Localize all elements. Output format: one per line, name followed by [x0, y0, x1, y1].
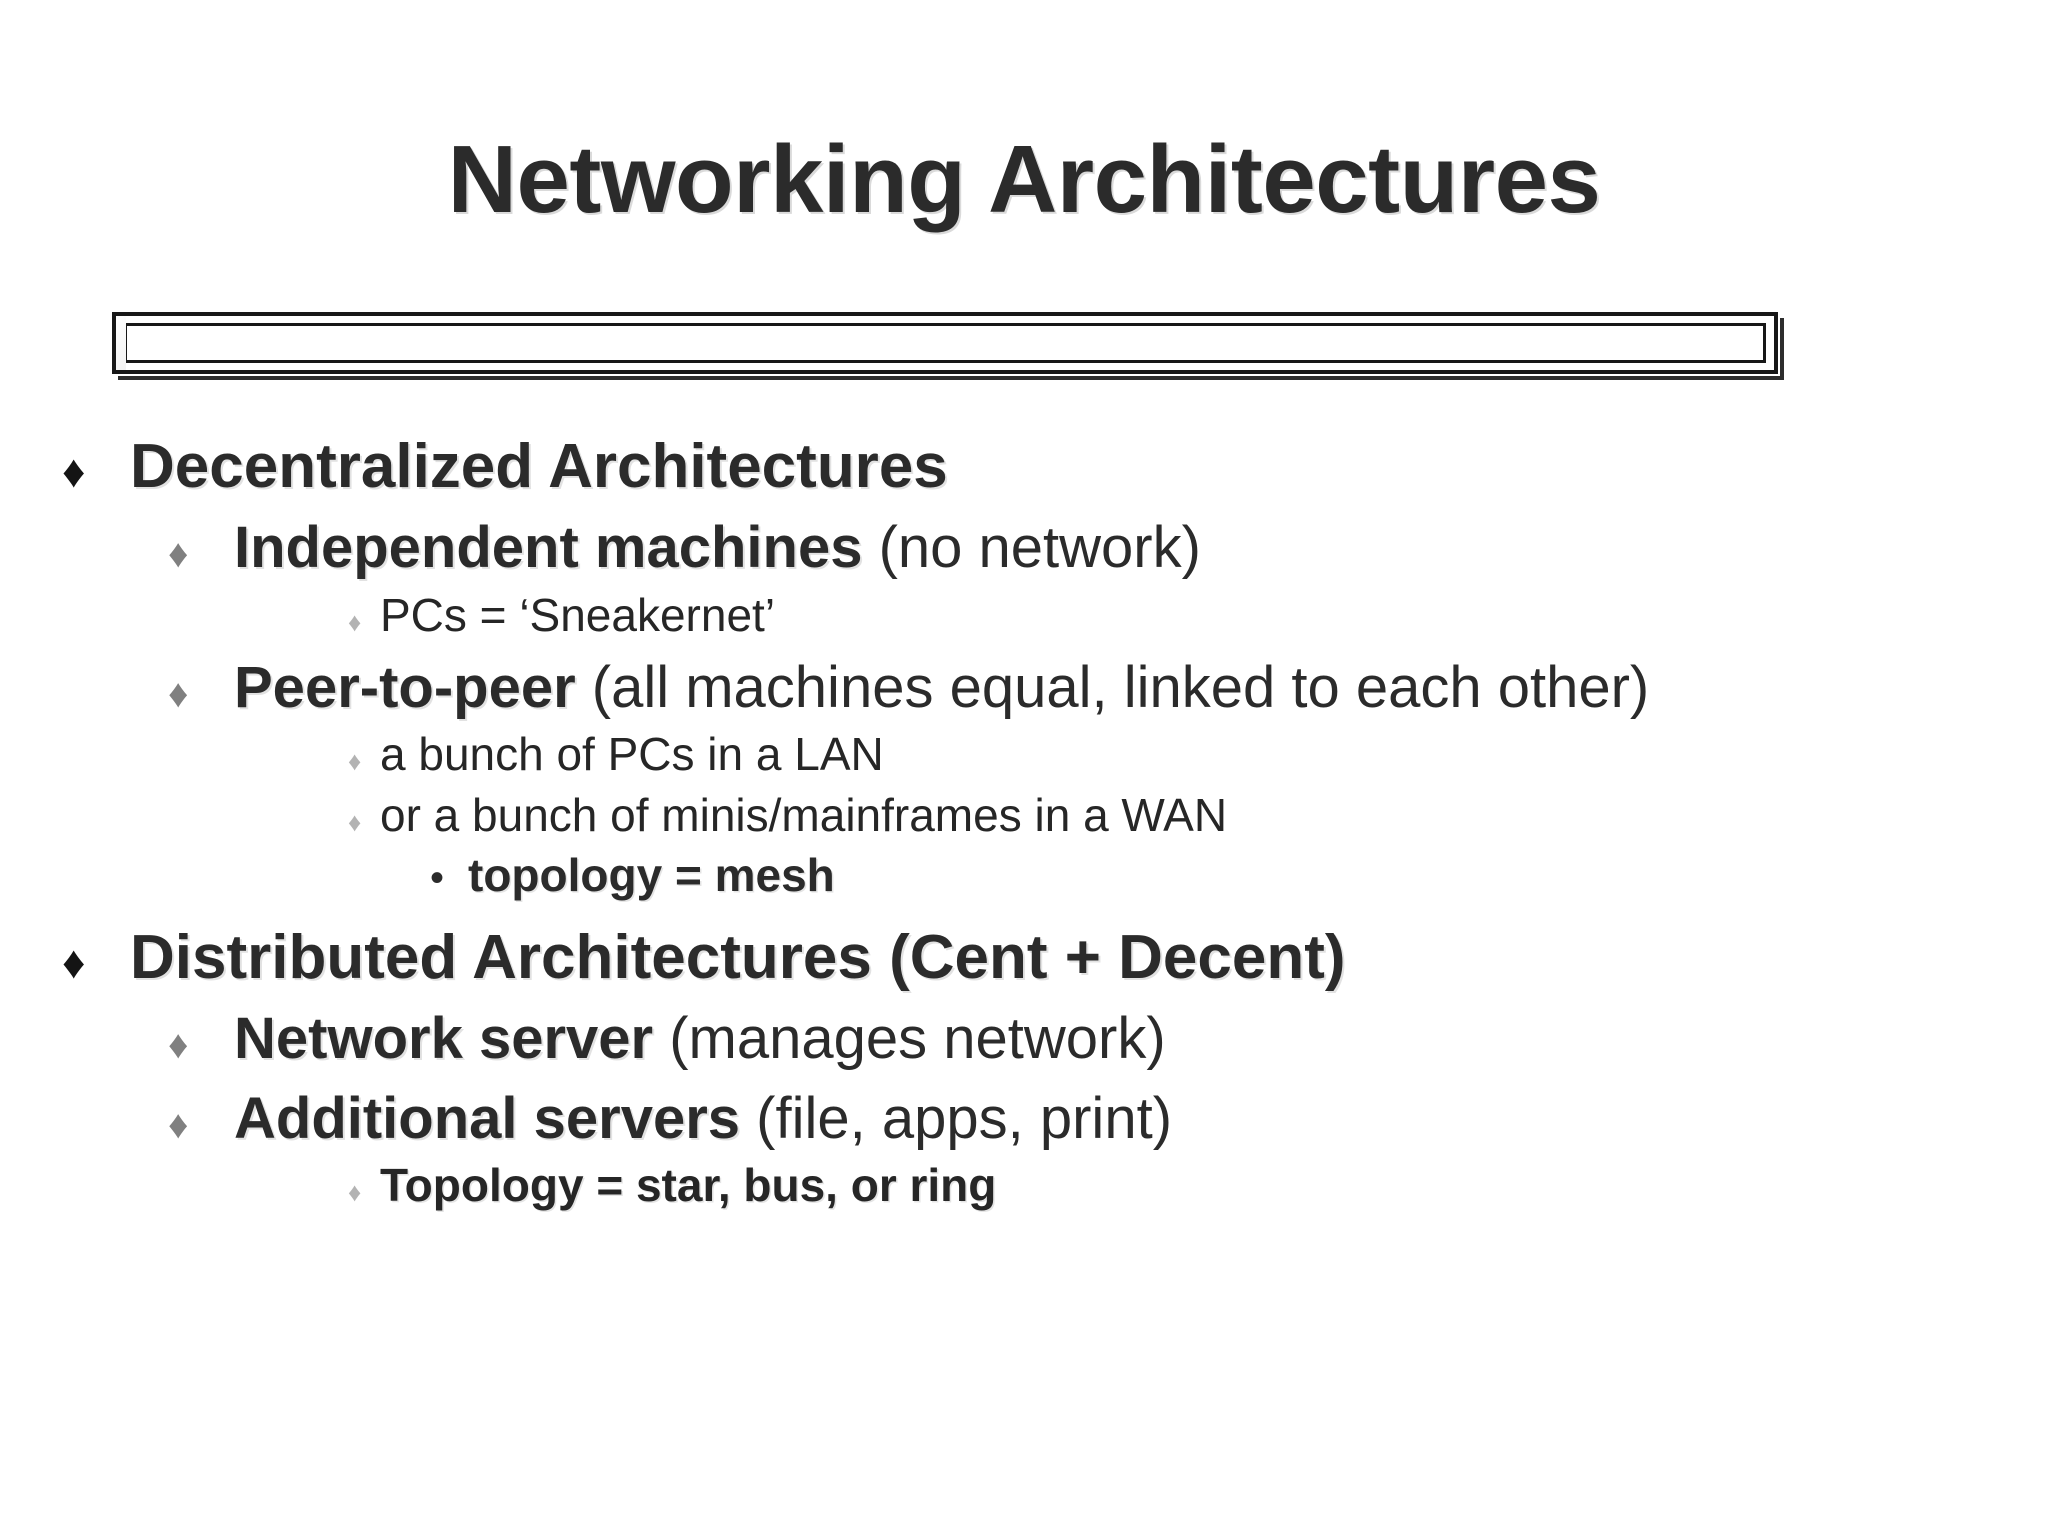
bullet-item-level-2: ♦ Independent machines (no network): [0, 513, 2048, 583]
bullet-item-label: Network server (manages network): [234, 1004, 2048, 1074]
bullet-emphasis: Decentralized Architectures: [130, 432, 948, 501]
bullet-item-label: topology = mesh: [468, 847, 2048, 903]
bullet-item-label: Independent machines (no network): [234, 513, 2048, 583]
bullet-emphasis: topology = mesh: [468, 848, 835, 901]
bullet-item-label: Distributed Architectures (Cent + Decent…: [130, 921, 2048, 994]
diamond-bullet-icon: ♦: [168, 1022, 189, 1067]
bullet-emphasis: Independent machines: [234, 515, 863, 581]
bullet-item-label: or a bunch of minis/mainframes in a WAN: [380, 787, 2048, 843]
title-block: Networking Architectures: [0, 126, 2048, 233]
bullet-emphasis: Distributed Architectures (Cent + Decent…: [130, 922, 1346, 992]
bullet-detail: a bunch of PCs in a LAN: [380, 728, 884, 781]
diamond-bullet-icon: ♦: [348, 806, 362, 837]
bullet-detail: (file, apps, print): [740, 1085, 1173, 1151]
bullet-item-level-1: ♦ Decentralized Architectures: [0, 430, 2048, 503]
bullet-outline: ♦ Decentralized Architectures ♦ Independent…: [0, 430, 2048, 1215]
bullet-item-label: Peer-to-peer (all machines equal, linked…: [234, 653, 2048, 723]
bullet-detail: PCs = ‘Sneakernet’: [380, 588, 776, 641]
beveled-rule: [112, 312, 1784, 380]
bullet-item-level-3: ♦ a bunch of PCs in a LAN: [0, 726, 2048, 782]
bullet-detail: (no network): [862, 515, 1201, 581]
bullet-detail: (manages network): [653, 1005, 1166, 1071]
diamond-bullet-icon: ♦: [348, 746, 362, 777]
bullet-detail: or a bunch of minis/mainframes in a WAN: [380, 788, 1228, 841]
bullet-emphasis: Additional servers: [234, 1085, 741, 1151]
bullet-detail: (all machines equal, linked to each othe…: [575, 654, 1650, 720]
diamond-bullet-icon: ♦: [348, 1177, 362, 1208]
bullet-item-level-3: ♦ Topology = star, bus, or ring: [0, 1157, 2048, 1213]
diamond-bullet-icon: ♦: [62, 935, 86, 988]
bullet-emphasis: Peer-to-peer: [234, 654, 576, 720]
bullet-item-level-4: • topology = mesh: [0, 847, 2048, 903]
bullet-item-level-3: ♦ or a bunch of minis/mainframes in a WAN: [0, 787, 2048, 843]
bullet-item-label: Decentralized Architectures: [130, 430, 2048, 503]
bullet-item-level-3: ♦ PCs = ‘Sneakernet’: [0, 587, 2048, 643]
diamond-bullet-icon: ♦: [62, 445, 86, 497]
bullet-item-level-2: ♦ Peer-to-peer (all machines equal, linke…: [0, 653, 2048, 723]
beveled-rule-inner: [124, 323, 1766, 363]
bullet-emphasis: Topology = star, bus, or ring: [380, 1159, 997, 1212]
diamond-bullet-icon: ♦: [168, 1102, 189, 1147]
bullet-item-label: PCs = ‘Sneakernet’: [380, 587, 2048, 643]
dot-bullet-icon: •: [430, 855, 445, 900]
bullet-item-label: Additional servers (file, apps, print): [234, 1084, 2048, 1154]
beveled-rule-highlight: [116, 316, 126, 370]
diamond-bullet-icon: ♦: [348, 606, 362, 637]
bullet-item-label: a bunch of PCs in a LAN: [380, 726, 2048, 782]
bullet-item-level-1: ♦ Distributed Architectures (Cent + Decen…: [0, 921, 2048, 994]
bullet-item-level-2: ♦ Network server (manages network): [0, 1004, 2048, 1074]
bullet-item-level-2: ♦ Additional servers (file, apps, print): [0, 1084, 2048, 1154]
page-title: Networking Architectures: [447, 126, 1601, 233]
diamond-bullet-icon: ♦: [168, 671, 189, 716]
diamond-bullet-icon: ♦: [168, 532, 189, 577]
bullet-item-label: Topology = star, bus, or ring: [380, 1157, 2048, 1213]
bullet-emphasis: Network server: [234, 1005, 654, 1071]
